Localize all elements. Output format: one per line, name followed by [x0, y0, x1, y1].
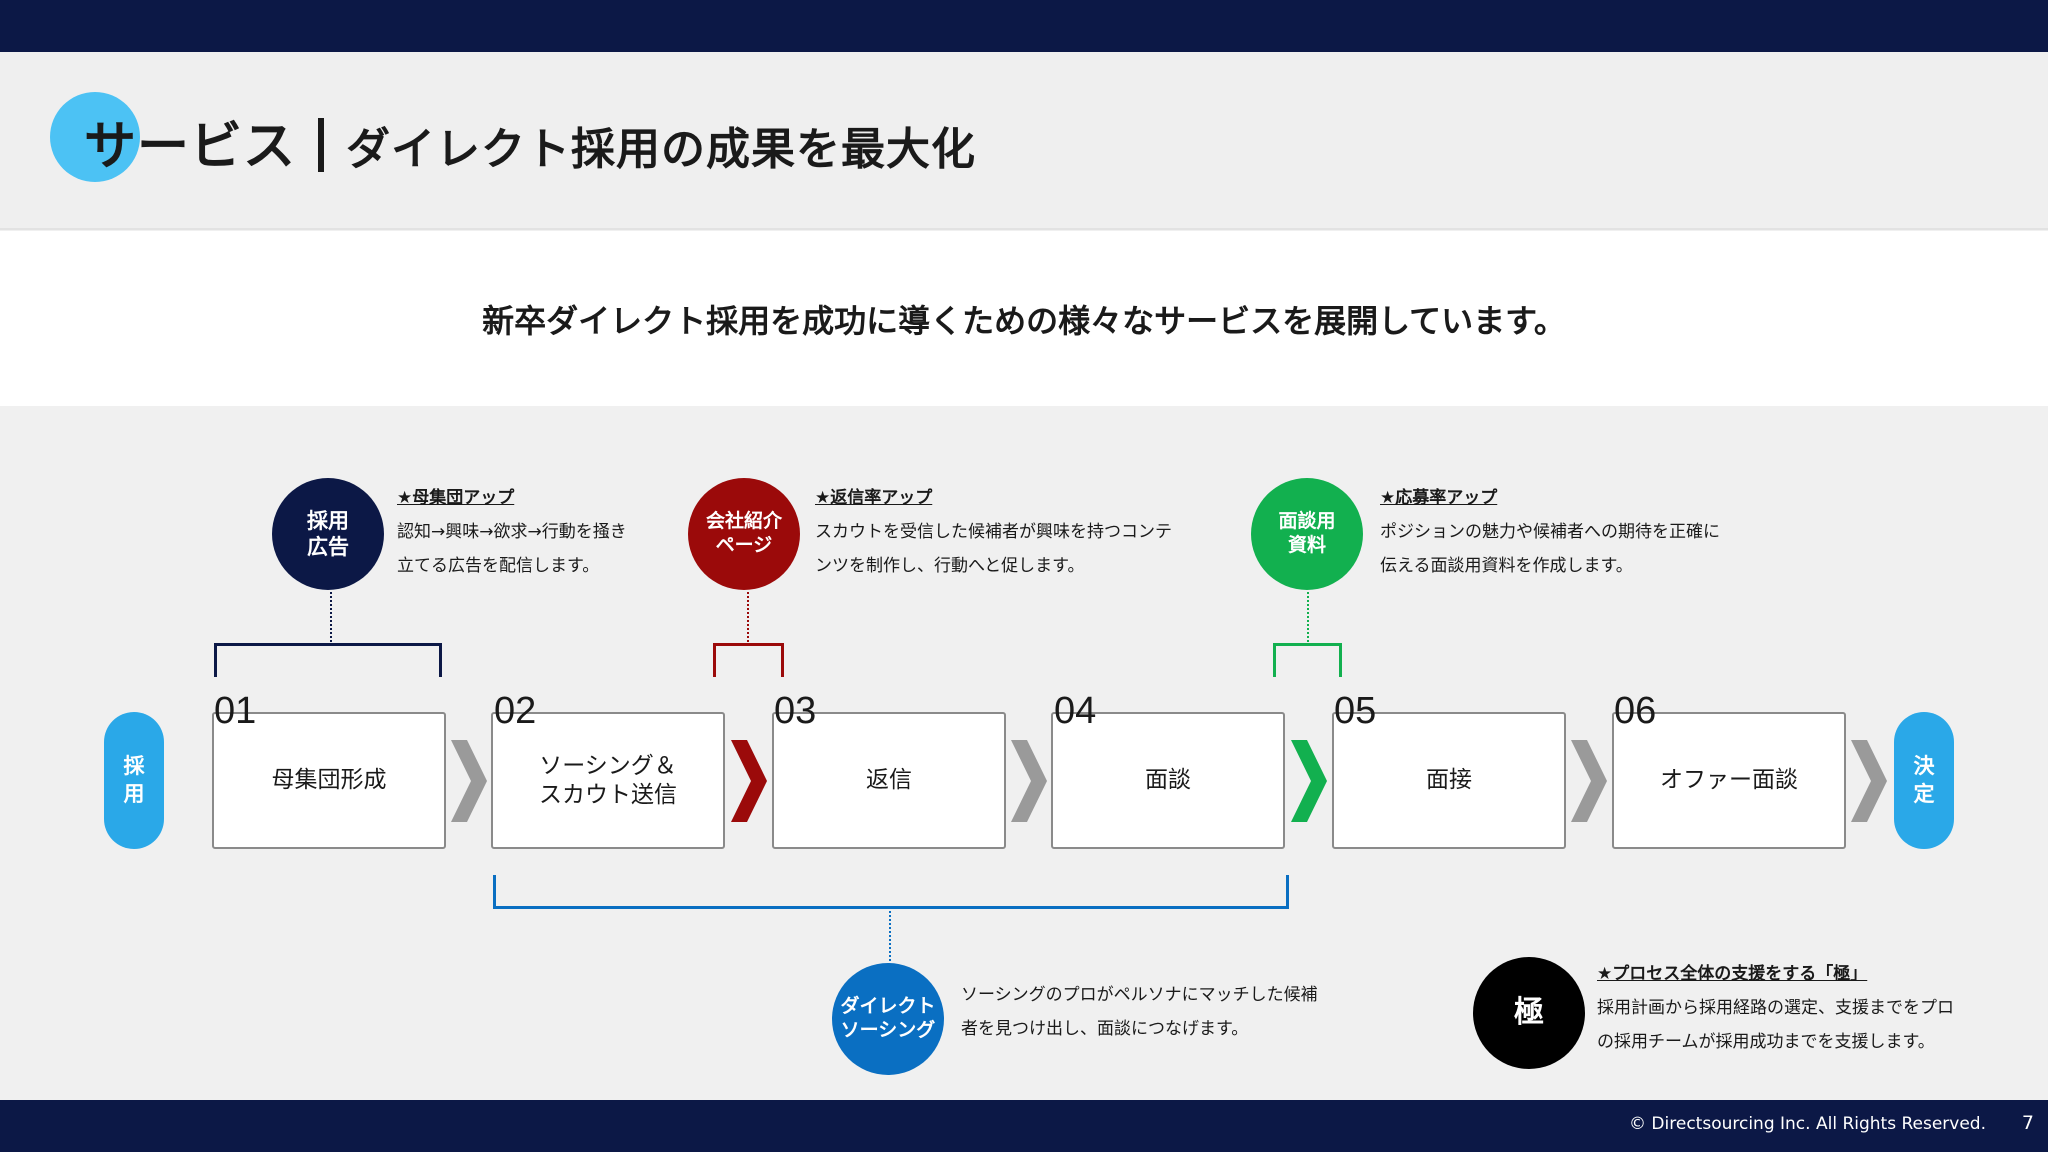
bracket-interview-material [1273, 643, 1342, 677]
step-box-1: 母集団形成 [212, 712, 446, 849]
title-accent-dot [50, 92, 140, 182]
service-desc-kiwami: ★プロセス全体の支援をする「極」 採用計画から採用経路の選定、支援までをプロ の… [1597, 957, 1954, 1059]
service-desc-interview-material: ★応募率アップ ポジションの魅力や候補者への期待を正確に 伝える面談用資料を作成… [1380, 481, 1720, 583]
service-text: スカウトを受信した候補者が興味を持つコンテ [815, 522, 1172, 542]
connector-line [1307, 592, 1309, 642]
step-label: 面談 [1145, 767, 1191, 794]
service-heading: ★プロセス全体の支援をする「極」 [1597, 964, 1868, 984]
connector-line [889, 911, 891, 961]
step-box-4: 面談 [1051, 712, 1285, 849]
title-divider [318, 118, 325, 172]
step-label: 母集団形成 [271, 767, 387, 794]
bracket-direct-sourcing [493, 875, 1289, 909]
step-number: 05 [1334, 690, 1377, 732]
step-box-6: オファー面談 [1612, 712, 1846, 849]
chevron-right-icon [731, 740, 767, 822]
service-desc-recruit-ad: ★母集団アップ 認知→興味→欲求→行動を掻き 立てる広告を配信します。 [397, 481, 627, 583]
subtitle: 新卒ダイレクト採用を成功に導くための様々なサービスを展開しています。 [482, 302, 1566, 340]
step-box-2: ソーシング＆ スカウト送信 [491, 712, 725, 849]
service-circle-recruit-ad: 採用 広告 [272, 478, 384, 590]
footer: © Directsourcing Inc. All Rights Reserve… [0, 1100, 2048, 1152]
subtitle-band [0, 231, 2048, 406]
step-box-5: 面接 [1332, 712, 1566, 849]
service-circle-direct-sourcing: ダイレクト ソーシング [832, 963, 944, 1075]
title-band [0, 52, 2048, 230]
step-number: 06 [1614, 690, 1657, 732]
step-number: 04 [1054, 690, 1097, 732]
connector-line [747, 592, 749, 642]
service-text: 認知→興味→欲求→行動を掻き [397, 522, 627, 542]
step-number: 02 [494, 690, 537, 732]
bracket-company-page [713, 643, 784, 677]
service-circle-kiwami: 極 [1473, 957, 1585, 1069]
end-pill: 決 定 [1894, 712, 1954, 849]
service-desc-direct-sourcing: ソーシングのプロがペルソナにマッチした候補 者を見つけ出し、面談につなげます。 [961, 978, 1318, 1046]
page-number: 7 [2021, 1112, 2034, 1134]
copyright: © Directsourcing Inc. All Rights Reserve… [1629, 1114, 1986, 1134]
chevron-right-icon [1011, 740, 1047, 822]
step-number: 01 [214, 690, 257, 732]
service-text: 立てる広告を配信します。 [397, 556, 600, 576]
step-label: 返信 [866, 767, 912, 794]
step-label: オファー面談 [1660, 767, 1798, 794]
page-title: サービスダイレクト採用の成果を最大化 [84, 104, 976, 179]
service-heading: ★母集団アップ [397, 488, 515, 508]
step-label: ソーシング＆ スカウト送信 [539, 752, 677, 808]
chevron-right-icon [1851, 740, 1887, 822]
service-text: ソーシングのプロがペルソナにマッチした候補 [961, 985, 1318, 1005]
service-text: 伝える面談用資料を作成します。 [1380, 556, 1633, 576]
service-text: の採用チームが採用成功までを支援します。 [1597, 1032, 1935, 1052]
service-text: 採用計画から採用経路の選定、支援までをプロ [1597, 998, 1954, 1018]
service-text: ンツを制作し、行動へと促します。 [815, 556, 1085, 576]
top-bar [0, 0, 2048, 52]
chevron-right-icon [1571, 740, 1607, 822]
service-heading: ★応募率アップ [1380, 488, 1498, 508]
service-circle-interview-material: 面談用 資料 [1251, 478, 1363, 590]
chevron-right-icon [1291, 740, 1327, 822]
title-sub: ダイレクト採用の成果を最大化 [346, 124, 977, 175]
service-desc-company-page: ★返信率アップ スカウトを受信した候補者が興味を持つコンテ ンツを制作し、行動へ… [815, 481, 1172, 583]
service-circle-company-page: 会社紹介 ページ [688, 478, 800, 590]
step-number: 03 [774, 690, 817, 732]
service-heading: ★返信率アップ [815, 488, 933, 508]
step-label: 面接 [1426, 767, 1472, 794]
service-text: 者を見つけ出し、面談につなげます。 [961, 1019, 1249, 1039]
start-pill: 採 用 [104, 712, 164, 849]
connector-line [330, 592, 332, 642]
bracket-recruit-ad [214, 643, 442, 677]
service-text: ポジションの魅力や候補者への期待を正確に [1380, 522, 1720, 542]
title-main: サービス [84, 117, 297, 177]
step-box-3: 返信 [772, 712, 1006, 849]
chevron-right-icon [451, 740, 487, 822]
